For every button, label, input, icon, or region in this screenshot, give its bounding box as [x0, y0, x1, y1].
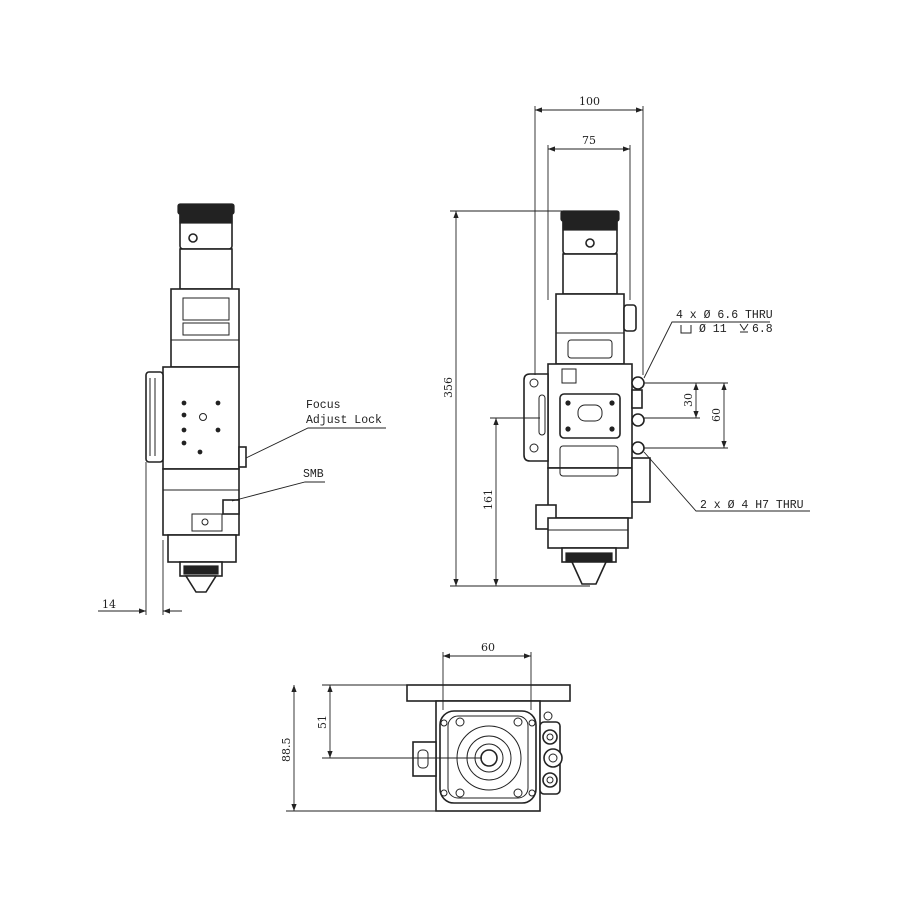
dim-356: 356: [442, 377, 455, 398]
dim-75: 75: [582, 134, 596, 147]
focus-lock-label-1: Focus: [306, 399, 341, 412]
dim-60-vertical: 60: [710, 408, 723, 422]
dim-100: 100: [579, 95, 600, 108]
side-view: Focus Adjust Lock SMB 14: [98, 203, 386, 615]
dim-30: 30: [682, 393, 695, 407]
focus-lock-label-2: Adjust Lock: [306, 414, 382, 427]
holes-callout-1: 4 x Ø 6.6 THRU: [676, 309, 773, 322]
dim-14: 14: [102, 598, 116, 611]
dim-60-horizontal: 60: [481, 641, 495, 654]
smb-label: SMB: [303, 468, 324, 481]
holes-callout-2b: 6.8: [752, 323, 773, 336]
holes-callout-2a: Ø 11: [699, 323, 727, 336]
front-view: 100 75 356 161 30 60 4 x Ø 6.6 THRU Ø 11: [442, 95, 810, 587]
dim-161: 161: [482, 489, 495, 510]
top-view: 60 51 88.5: [280, 641, 571, 812]
screw-icon: [188, 233, 198, 243]
dim-51: 51: [316, 715, 329, 729]
pins-callout: 2 x Ø 4 H7 THRU: [700, 499, 804, 512]
dim-88-5: 88.5: [280, 738, 293, 763]
